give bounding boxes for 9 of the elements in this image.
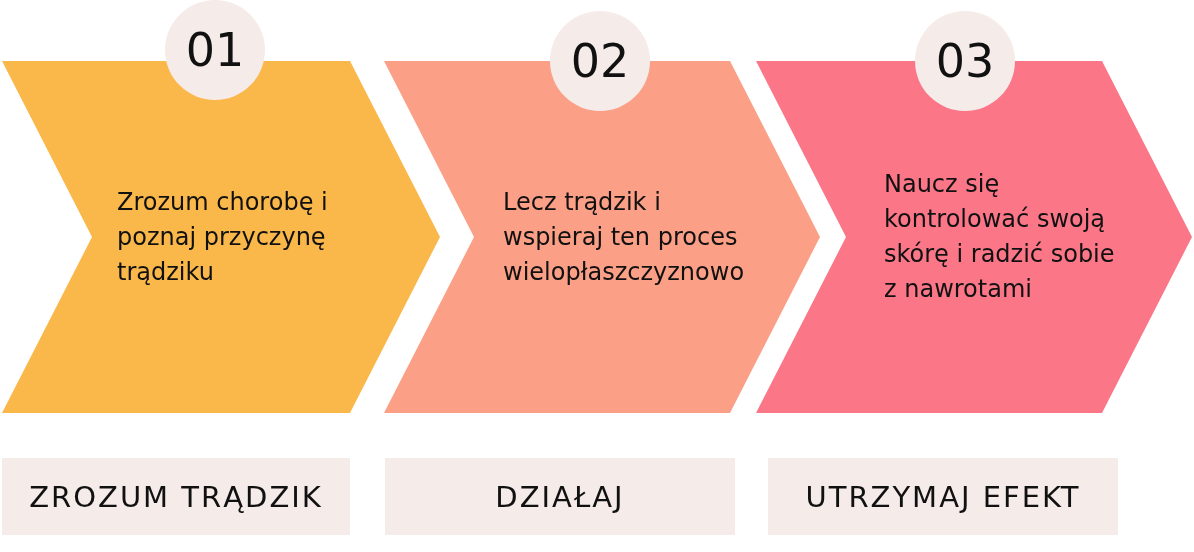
step-number: 02 bbox=[570, 38, 630, 84]
stage-label: ZROZUM TRĄDZIK bbox=[29, 479, 323, 514]
stage-label: DZIAŁAJ bbox=[495, 479, 625, 514]
stage-label: UTRZYMAJ EFEKT bbox=[805, 479, 1081, 514]
step-description: Zrozum chorobę i poznaj przyczynę trądziku bbox=[117, 187, 329, 288]
step-number: 03 bbox=[935, 38, 995, 84]
step-number: 01 bbox=[185, 27, 245, 73]
step-description: Naucz się kontrolować swoją skórę i radzić sobie z nawrotami bbox=[884, 169, 1116, 305]
step-description: Lecz trądzik i wspieraj ten proces wielopłaszczyznowo bbox=[503, 187, 746, 288]
